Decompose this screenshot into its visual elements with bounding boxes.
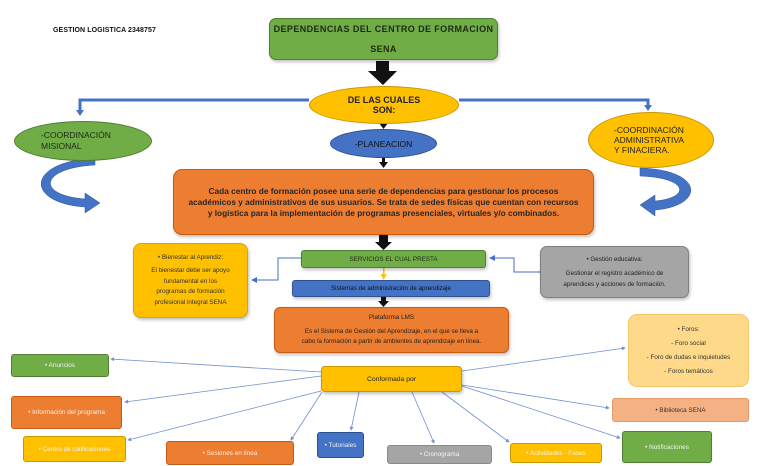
branch-arrow-left xyxy=(76,110,84,116)
anuncios-box: • Anuncios xyxy=(11,354,109,377)
foros-item: - Foro social xyxy=(671,339,706,347)
branch-arrow-right xyxy=(644,105,652,111)
connector-calificaciones xyxy=(127,390,322,442)
biblioteca-box: • Biblioteca SENA xyxy=(612,398,749,422)
description-line3: y logística para la implementación de pr… xyxy=(207,207,560,218)
sesiones-label: • Sesiones en línea xyxy=(202,449,258,457)
connector-cronograma xyxy=(411,391,435,444)
servicios-label: SERVICIOS EL CUAL PRESTA xyxy=(349,255,438,263)
down-arrow-main xyxy=(368,61,397,85)
connector-line2: SON: xyxy=(372,105,396,115)
bienestar-line1: El bienestar debe ser apoyo xyxy=(151,267,230,275)
sesiones-en-linea-box: • Sesiones en línea xyxy=(166,441,294,465)
down-arrow-small-3 xyxy=(378,297,389,307)
biblioteca-label: • Biblioteca SENA xyxy=(655,406,706,414)
plataforma-heading: Plataforma LMS xyxy=(368,314,415,321)
foros-item: - Foro de dudas e inquietudes xyxy=(646,353,731,361)
coordinacion-misional-ellipse: -COORDINACIÓN MISIONAL xyxy=(14,121,152,161)
misional-line2: MISIONAL xyxy=(41,141,82,151)
conformada-por-box: Conformada por xyxy=(321,366,462,392)
connector-biblioteca xyxy=(461,384,610,410)
conformada-label: Conformada por xyxy=(366,375,417,383)
plataforma-line1: Es el Sistema de Gestión del Aprendizaje… xyxy=(304,328,479,335)
gestion-educativa-box: • Gestión educativa: Gestionar el regist… xyxy=(540,246,689,298)
informacion-label: • Información del programa xyxy=(28,409,105,416)
sistemas-label: Sistemas de administración de aprendizaj… xyxy=(330,285,452,292)
connector-servicios-gestion xyxy=(489,255,544,275)
admin-line2: ADMINISTRATIVA xyxy=(614,135,685,145)
informacion-programa-box: • Información del programa xyxy=(11,396,122,429)
connector-informacion xyxy=(124,375,322,404)
description-line1: Cada centro de formación posee una serie… xyxy=(208,185,559,196)
bienestar-line4: profesional integral SENA xyxy=(154,298,227,306)
main-title-box: DEPENDENCIAS DEL CENTRO DE FORMACION SEN… xyxy=(269,18,498,60)
notificaciones-box: • Notificaciones xyxy=(622,431,712,463)
description-box: Cada centro de formación posee una serie… xyxy=(173,169,594,235)
actividades-fases-box: • Actividades - Fases xyxy=(510,443,602,463)
sistemas-box: Sistemas de administración de aprendizaj… xyxy=(292,280,490,297)
gestion-line2: aprendices y acciones de formación. xyxy=(563,281,666,288)
main-title-line1: DEPENDENCIAS DEL CENTRO DE FORMACION xyxy=(273,24,494,34)
servicios-box: SERVICIOS EL CUAL PRESTA xyxy=(301,250,486,268)
down-arrow-yellow xyxy=(380,268,387,280)
bienestar-line3: programas de formación xyxy=(156,288,225,296)
tutoriales-label: • Tutoriales xyxy=(324,441,357,449)
cronograma-label: • Cronograma xyxy=(419,451,460,458)
gestion-line1: Gestionar el registro académico de xyxy=(565,270,664,277)
bienestar-heading: • Bienestar al Aprendiz: xyxy=(157,253,224,261)
tutoriales-box: • Tutoriales xyxy=(317,432,364,458)
plataforma-lms-box: Plataforma LMS Es el Sistema de Gestión … xyxy=(274,307,509,353)
connector-actividades xyxy=(441,391,510,443)
connector-notificaciones xyxy=(461,385,621,439)
branch-line-left xyxy=(78,98,309,112)
connector-servicios-bienestar xyxy=(251,257,301,283)
connector-line1: DE LAS CUALES xyxy=(347,95,421,105)
foros-heading: • Foros: xyxy=(677,325,700,333)
description-line2: académicos y administrativos de sus usua… xyxy=(188,196,579,207)
curved-arrow-right-icon xyxy=(639,167,692,217)
down-arrow-medium xyxy=(375,235,392,250)
document-title: GESTION LOGISTICA 2348757 xyxy=(53,27,156,34)
foros-box: • Foros: - Foro social - Foro de dudas e… xyxy=(628,314,749,387)
bienestar-line2: fundamental en los xyxy=(163,277,218,285)
coordinacion-administrativa-ellipse: -COORDINACIÓN ADMINISTRATIVA Y FINACIERA… xyxy=(588,112,714,168)
branch-line-right xyxy=(459,98,650,106)
actividades-label: • Actividades - Fases xyxy=(526,449,586,457)
curved-arrow-left-icon xyxy=(41,157,101,214)
notificaciones-label: • Notificaciones xyxy=(645,443,689,451)
planeacion-label: -PLANEACION xyxy=(354,138,413,149)
planeacion-ellipse: -PLANEACION xyxy=(330,129,437,158)
anuncios-label: • Anuncios xyxy=(45,362,75,369)
admin-line3: Y FINACIERA. xyxy=(614,145,670,155)
connector-ellipse: DE LAS CUALES SON: xyxy=(309,86,459,124)
bienestar-box: • Bienestar al Aprendiz: El bienestar de… xyxy=(133,243,248,318)
admin-line1: -COORDINACIÓN xyxy=(614,125,684,135)
plataforma-line2: cabo la formación a partir de ambientes … xyxy=(301,338,482,345)
down-arrow-small-2 xyxy=(379,158,388,168)
calificaciones-label: • Centro de calificaciones xyxy=(38,445,111,453)
cronograma-box: • Cronograma xyxy=(387,445,492,464)
misional-line1: -COORDINACIÓN xyxy=(41,130,111,140)
centro-calificaciones-box: • Centro de calificaciones xyxy=(23,436,126,462)
main-title-line2: SENA xyxy=(370,44,397,54)
connector-anuncios xyxy=(110,357,322,373)
foros-item: - Foros temáticos xyxy=(664,367,713,375)
connector-tutoriales xyxy=(349,391,360,431)
gestion-heading: • Gestión educativa: xyxy=(586,256,643,263)
